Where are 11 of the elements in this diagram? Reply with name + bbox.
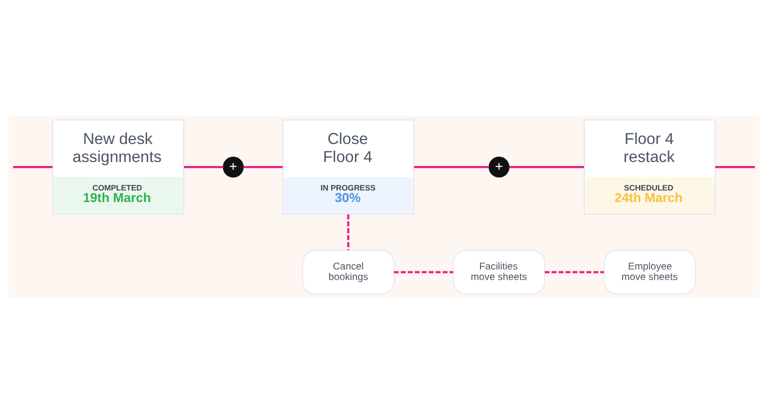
- node-circle: +: [488, 156, 510, 177]
- node-circle: +: [222, 156, 244, 177]
- connector: [347, 214, 350, 250]
- connector: [544, 270, 604, 273]
- connector: [509, 166, 584, 168]
- connector: [414, 166, 489, 168]
- connector: [13, 166, 53, 168]
- connector: [394, 270, 454, 273]
- connector: [244, 166, 283, 168]
- connector: [184, 166, 224, 168]
- connector: [715, 166, 755, 168]
